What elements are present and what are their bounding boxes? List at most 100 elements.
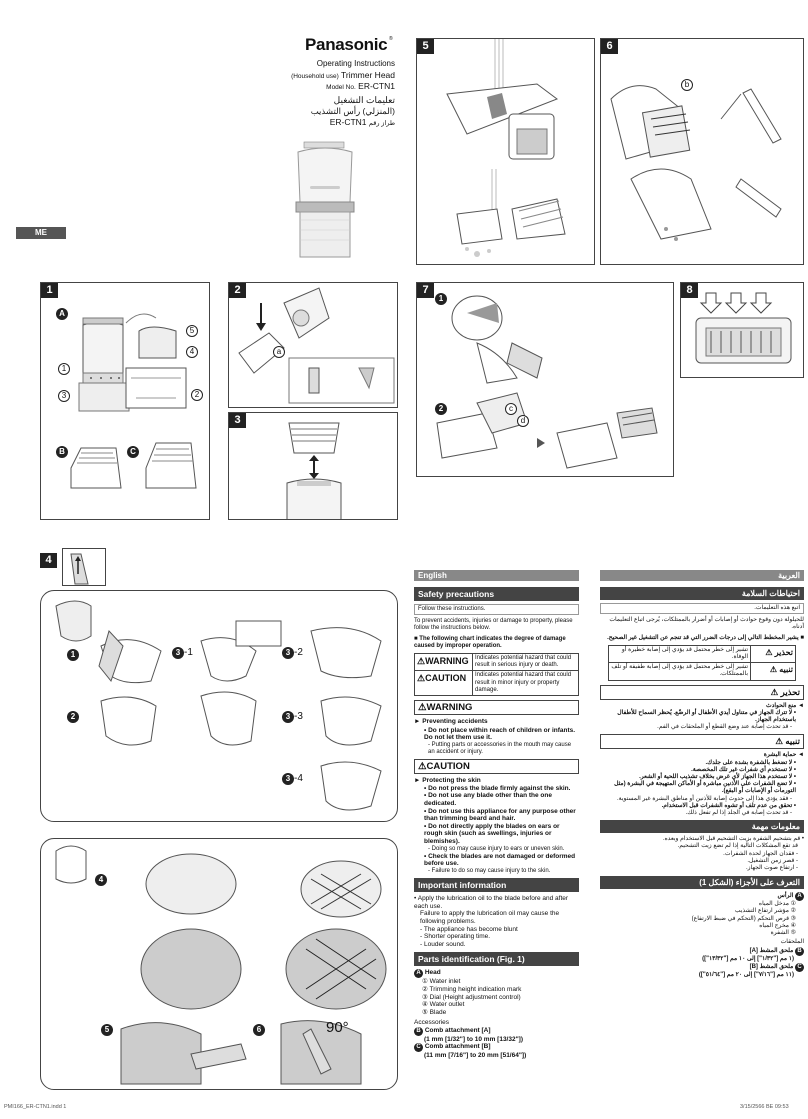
chart-note: ■ The following chart indicates the degr… <box>414 635 566 649</box>
ar-info-bullet-1: • قم بتشحيم الشفرة بزيت التشحيم قبل الاس… <box>662 836 804 843</box>
ar-caution-bullet-5-detail: - قد تحدث إصابة في الجلد إذا لم تفعل ذلك… <box>685 810 792 817</box>
step-2: 2 <box>435 403 447 415</box>
figure-panel-7: 7 1 2 c d <box>416 282 674 477</box>
ar-parts-title: التعرف على الأجزاء (الشكل 1) <box>600 876 804 890</box>
parts-head: A Head <box>414 969 579 979</box>
beard-step-3-2: 3-2 <box>282 647 303 659</box>
ar-caution-sub: ◄ حماية البشرة <box>763 752 804 759</box>
warning-bullet-1-detail: - Putting parts or accessories in the mo… <box>428 741 572 756</box>
blade-push-illustration <box>695 292 792 364</box>
hair-step-5: 5 <box>101 1024 113 1036</box>
ar-caution-heading: تنبيه ⚠ <box>600 734 804 750</box>
model-number: ER-CTN1 <box>358 81 395 91</box>
ar-warning-word: تحذير ⚠ <box>750 645 795 663</box>
info-detail-1: - The appliance has become blunt <box>420 925 518 933</box>
beard-step-2: 2 <box>67 711 79 723</box>
ar-severity-row-caution: تنبيه ⚠ تشير إلى خطر محتمل قد يؤدي إلى إ… <box>609 663 795 680</box>
part-5: ⑤ Blade <box>422 1008 447 1016</box>
ar-model-label: طراز رقم <box>368 120 395 127</box>
oiling-illustration <box>610 85 782 241</box>
severity-row-caution: ⚠CAUTION Indicates potential hazard that… <box>415 671 578 696</box>
part-marker-4: 4 <box>186 346 198 358</box>
caution-word: ⚠CAUTION <box>415 671 473 696</box>
cover-line1: Operating Instructions <box>316 59 395 68</box>
beard-step-3-3: 3-3 <box>282 711 303 723</box>
ar-part-5: ⑤ الشفرة <box>770 930 796 937</box>
water-inlet-illustration <box>238 287 395 404</box>
comb-b: C Comb attachment [B] <box>414 1043 579 1053</box>
cover-line2-main: Trimmer Head <box>341 70 395 80</box>
callout-d: d <box>517 415 529 427</box>
part-marker-1: 1 <box>58 363 70 375</box>
model-prefix: Model No. <box>326 84 356 91</box>
panel-number: 3 <box>229 413 246 428</box>
ar-safety-title: احتياطات السلامة <box>600 587 804 600</box>
brand-logo: Panasonic <box>305 35 388 54</box>
label-B: B <box>56 446 68 458</box>
ar-chart-note: ■ يشير المخطط التالي إلى درجات الضرر الت… <box>607 634 804 641</box>
ar-comb-a: B ملحق المشط [A] <box>600 946 804 956</box>
step-1: 1 <box>435 293 447 305</box>
ar-info-detail-3: - ارتفاع صوت الجهاز. <box>745 865 798 872</box>
oil-application-illustration <box>436 295 658 469</box>
ar-caution-desc: تشير إلى خطر محتمل قد يؤدي إلى إصابة طفي… <box>611 664 748 678</box>
warning-word: ⚠WARNING <box>415 654 473 671</box>
label-C: C <box>127 446 139 458</box>
ar-part-4: ④ مخرج المياه <box>759 922 796 929</box>
accessories-label: Accessories <box>414 1019 450 1027</box>
ar-warning-bullet-1-detail: - قد تحدث إصابة عند وضع القطع أو الملحقا… <box>657 724 792 731</box>
panel-number: 7 <box>417 283 434 298</box>
ar-info-bullet-2: قد تقع المشكلات التالية إذا لم تضع زيت ا… <box>677 843 798 850</box>
info-bullet-2: Failure to apply the lubrication oil may… <box>420 910 560 925</box>
info-detail-2: - Shorter operating time. <box>420 933 491 941</box>
callout-a: a <box>273 346 285 358</box>
ar-warning-heading: تحذير ⚠ <box>600 684 804 700</box>
figure-panel-6: 6 b <box>600 38 804 265</box>
panel-number: 8 <box>681 283 698 298</box>
ar-warning-sub: ◄ منع الحوادث <box>766 702 804 709</box>
ar-comb-b-range: (١١ مم ["٧/١٦"] إلى ٢٠ مم ["٥١/٦٤"]) <box>698 971 794 978</box>
callout-c: c <box>505 403 517 415</box>
parts-title: Parts identification (Fig. 1) <box>414 952 579 967</box>
caution-bullet-4-detail: - Doing so may cause injury to ears or u… <box>428 845 565 852</box>
part-marker-3: 3 <box>58 390 70 402</box>
arabic-column: العربية احتياطات السلامة اتبع هذه التعلي… <box>600 570 804 979</box>
hair-step-6: 6 <box>253 1024 265 1036</box>
figure-panel-8: 8 <box>680 282 804 378</box>
ar-severity-row-warning: تحذير ⚠ تشير إلى خطر محتمل قد يؤدي إلى إ… <box>609 645 795 664</box>
step-3-dot: 3 <box>282 773 294 785</box>
comb-a: B Comb attachment [A] <box>414 1026 579 1036</box>
warning-bullet-1: • Do not place within reach of children … <box>424 726 576 742</box>
part-marker-2: 2 <box>191 389 203 401</box>
info-detail-3: - Louder sound. <box>420 940 466 948</box>
ar-warning-desc: تشير إلى خطر محتمل قد يؤدي إلى إصابة خطي… <box>621 646 748 661</box>
cover-line2: (Household use) Trimmer Head <box>280 70 395 80</box>
ar-prevent: للحيلولة دون وقوع حوادث أو إصابات أو أضر… <box>609 617 804 631</box>
caution-bullet-5-detail: - Failure to do so may cause injury to t… <box>428 867 551 874</box>
caution-desc: Indicates potential hazard that could re… <box>475 672 572 693</box>
footer-left: PMI166_ER-CTN1.indd 1 <box>4 1104 67 1110</box>
info-bullet-1: • Apply the lubrication oil to the blade… <box>414 895 569 910</box>
step-3-dot: 3 <box>282 647 294 659</box>
safety-title: Safety precautions <box>414 587 579 601</box>
panel-4-number: 4 <box>40 553 57 568</box>
panel-number: 1 <box>41 283 58 298</box>
warning-desc: Indicates potential hazard that could re… <box>475 655 572 669</box>
beard-step-3-1: 33-1-1 <box>172 647 193 659</box>
panel-number: 2 <box>229 283 246 298</box>
follow-instructions: Follow these instructions. <box>414 604 579 616</box>
ar-caution-bullet-3: • لا تستخدم هذا الجهاز لأي غرض بخلاف تشذ… <box>639 774 796 781</box>
ar-severity-table: تحذير ⚠ تشير إلى خطر محتمل قد يؤدي إلى إ… <box>608 644 796 681</box>
ar-parts-head: A الرأس <box>600 892 804 902</box>
figure-panel-5: 5 <box>416 38 595 265</box>
part-3: ③ Dial (Height adjustment control) <box>422 993 521 1001</box>
arabic-lang-bar: العربية <box>600 570 804 581</box>
step-3-dot: 3 <box>172 647 184 659</box>
ar-important-info-title: معلومات مهمة <box>600 820 804 834</box>
panel-number: 6 <box>601 39 618 54</box>
cover-ar-line1: تعليمات التشغيل <box>333 95 395 105</box>
cover-model: Model No. ER-CTN1 <box>300 81 395 91</box>
comb-a-range: (1 mm [1/32"] to 10 mm [13/32"]) <box>424 1035 524 1043</box>
ar-caution-word: تنبيه ⚠ <box>750 663 795 680</box>
caution-bullet-2: • Do not use any blade other than the on… <box>424 792 552 807</box>
